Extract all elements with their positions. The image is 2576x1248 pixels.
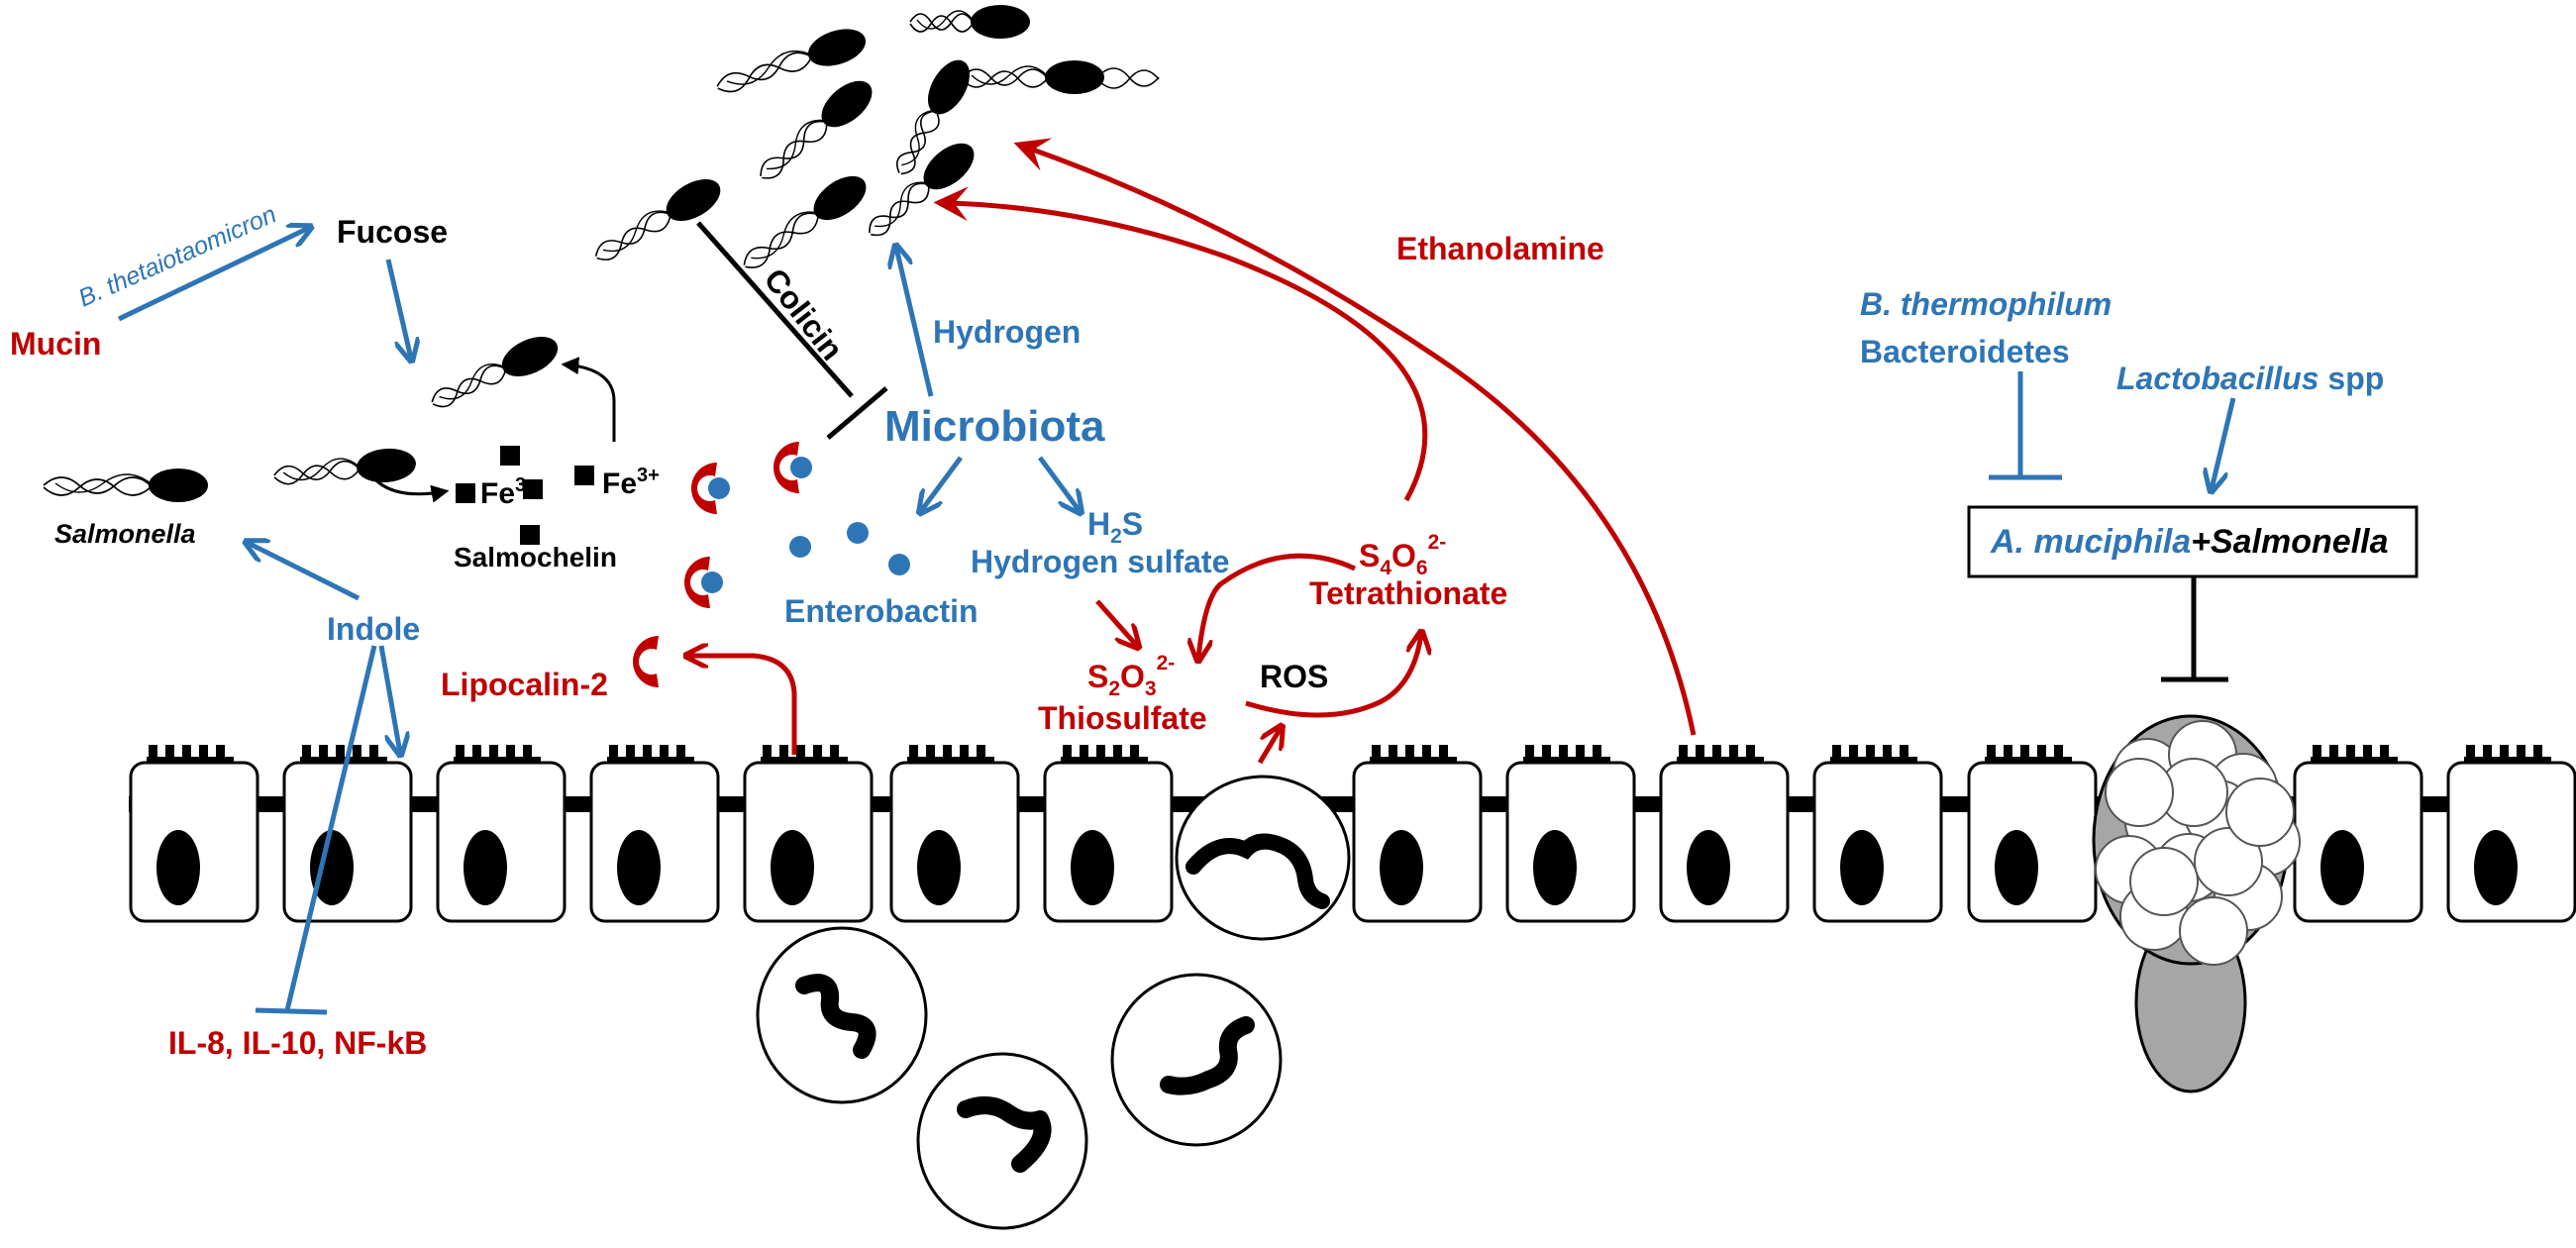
epithelial-cell — [1352, 745, 1483, 923]
epithelial-cell — [1505, 745, 1636, 923]
epithelial-cell — [743, 745, 874, 923]
colicin-inhibit-line — [696, 221, 854, 398]
indole-label: Indole — [327, 611, 420, 647]
iron-squares — [456, 446, 594, 545]
lipocalin-2-molecule — [773, 442, 812, 493]
h2s-to-thiosulfate-arrow — [1095, 599, 1137, 646]
tetrathionate-label: Tetrathionate — [1309, 575, 1507, 611]
ros-label: ROS — [1260, 659, 1328, 694]
ethanolamine-label: Ethanolamine — [1396, 231, 1604, 266]
coinfection-box — [1967, 505, 2419, 578]
salmonella-bacterium — [896, 59, 971, 175]
neutrophil — [916, 1052, 1088, 1230]
bacteroidetes-label: Bacteroidetes — [1860, 334, 2070, 369]
epithelium-layer — [129, 714, 2576, 1093]
salmonella-bacterium — [431, 337, 559, 408]
tight-junction-bar — [129, 796, 2575, 812]
salmonella-bacterium — [760, 80, 873, 179]
salmonella-bacterium — [273, 448, 416, 485]
mucin-to-fucose-arrow — [117, 228, 309, 322]
hydrogen-sulfate-label: Hydrogen sulfate — [971, 544, 1229, 579]
b-thermophilum-label: B. thermophilum — [1860, 286, 2112, 322]
indole-inhibit-il-line — [284, 645, 377, 1011]
epithelial-cell — [2446, 745, 2576, 923]
colicin-inhibit-bar — [826, 386, 888, 440]
salmonella-bacterium — [743, 175, 867, 268]
transmigrating-neutrophil — [1175, 775, 1351, 941]
salmochelin-release-arrow — [561, 357, 616, 442]
indole-inhibit-il-bar — [255, 1007, 328, 1015]
ethanolamine-to-salmonella-arrow — [1013, 138, 1697, 736]
hydrogen-arrow — [896, 248, 934, 397]
neutrophil — [1110, 973, 1283, 1147]
salmochelin-uptake-arrow — [362, 463, 450, 503]
salmonella-bacterium — [594, 178, 721, 260]
epithelial-cell — [2293, 745, 2423, 923]
salmonella-bacterium — [961, 60, 1104, 94]
lipocalin-shapes — [633, 442, 812, 687]
coinfection-label: A. muciphila+Salmonella — [1990, 523, 2389, 561]
salmonella-bacterium-flagella — [1096, 67, 1160, 89]
lactobacillus-label: Lactobacillus spp — [2116, 361, 2384, 396]
lipocalin-label: Lipocalin-2 — [441, 667, 608, 702]
pathway-arrows — [117, 138, 2236, 1015]
epithelial-cell — [1659, 745, 1790, 923]
salmonella-bacterium — [909, 5, 1030, 39]
salmonella-bacterium — [869, 143, 975, 237]
goblet-cell — [2092, 714, 2301, 1093]
fe3-label-a: Fe3+ — [480, 474, 538, 510]
hydrogen-label: Hydrogen — [933, 314, 1081, 350]
lactobacillus-arrow — [2212, 397, 2236, 489]
lipocalin-2-molecule — [633, 636, 659, 687]
lipocalin-2-molecule — [691, 463, 730, 514]
tetrathionate-to-salmonella-arrow — [933, 186, 1428, 502]
epithelial-cell — [1967, 745, 2098, 923]
indole-to-epithelium-arrow — [378, 645, 400, 753]
mucin-label: Mucin — [10, 326, 101, 362]
enterobactin-dots — [789, 522, 910, 575]
neutrophils — [756, 926, 1283, 1230]
epithelial-cell — [436, 745, 567, 923]
salmonella-bacterium — [43, 468, 208, 502]
epithelial-cell — [1043, 745, 1174, 923]
thiosulfate-label: Thiosulfate — [1038, 700, 1207, 736]
enterobactin-label: Enterobactin — [784, 593, 979, 629]
bacteria-group — [43, 5, 1160, 502]
s2o3-label: S2O32- — [1087, 652, 1175, 700]
labels: Mucin B. thetaiotaomicron Fucose Fe3+ Fe… — [10, 200, 2389, 1061]
ros-oxidation-arrow — [1245, 634, 1421, 718]
epithelial-cell — [282, 745, 413, 923]
epithelial-cell — [889, 745, 1020, 923]
salmonella-bacterium — [716, 29, 867, 93]
s4o6-label: S4O62- — [1359, 531, 1446, 579]
fucose-label: Fucose — [337, 214, 448, 250]
microbiota-to-h2s-arrow — [1037, 456, 1080, 511]
h2s-label: H2S — [1087, 506, 1143, 548]
il-label: IL-8, IL-10, NF-kB — [168, 1025, 427, 1061]
epithelial-cell — [589, 745, 720, 923]
lipocalin-2-molecule — [684, 557, 723, 608]
colicin-label: Colicin — [757, 261, 850, 366]
neutrophil-to-ros-arrow — [1257, 728, 1281, 765]
microbiota-label: Microbiota — [884, 402, 1105, 451]
epithelium-to-lipocalin-arrow — [688, 656, 797, 755]
fucose-down-arrow — [385, 259, 411, 359]
neutrophil — [756, 926, 928, 1104]
tetrathionate-to-thiosulfate-arrow — [1198, 553, 1357, 659]
microbiota-to-enterobactin-arrow — [921, 456, 964, 511]
salmochelin-label: Salmochelin — [454, 542, 617, 572]
epithelial-cell — [1812, 745, 1943, 923]
epithelial-cell — [129, 745, 259, 923]
salmonella-label: Salmonella — [54, 519, 196, 549]
indole-to-salmonella-arrow — [248, 543, 361, 601]
fe3-label-b: Fe3+ — [602, 465, 660, 500]
